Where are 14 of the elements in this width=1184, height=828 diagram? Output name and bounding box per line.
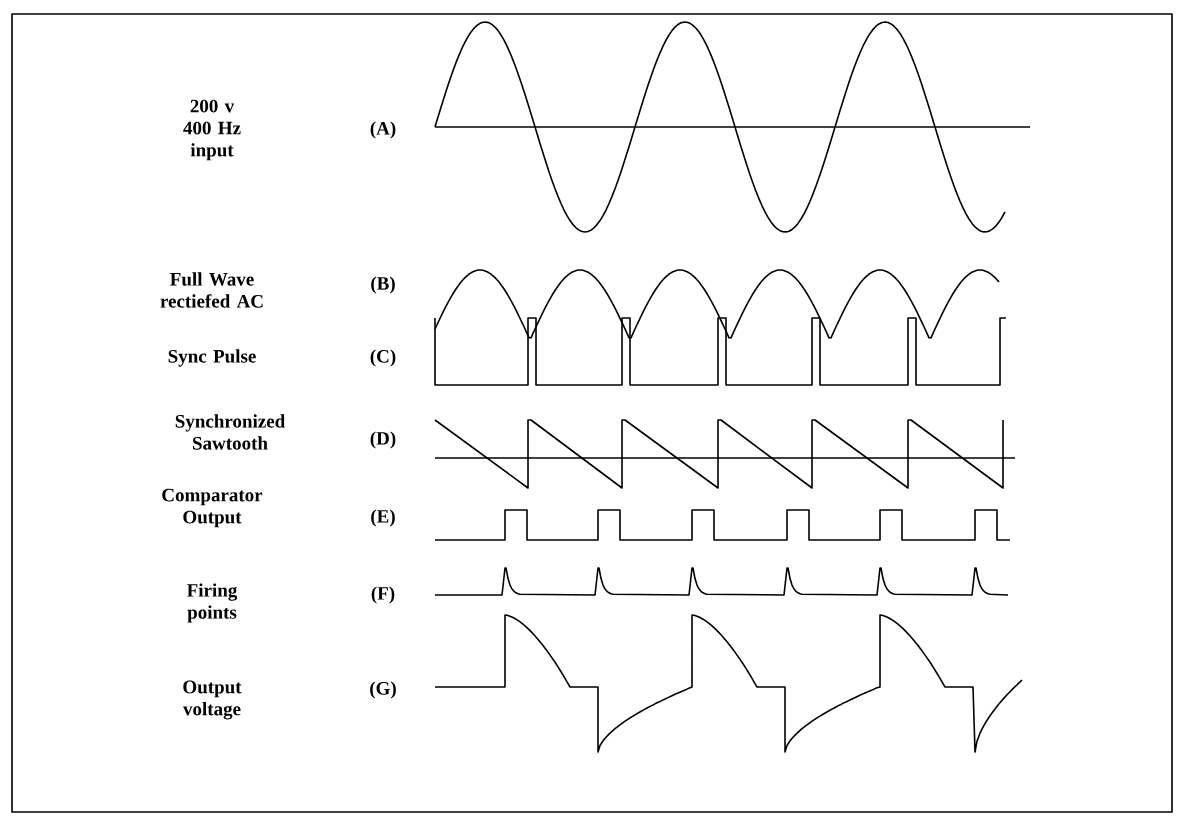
row-letter: (D): [370, 431, 396, 449]
signal-name: Firing points: [187, 583, 238, 623]
row-letter: (C): [370, 349, 396, 367]
signal-name: Comparator Output: [162, 488, 263, 528]
signal-name: Output voltage: [183, 680, 242, 720]
row-letter: (E): [371, 509, 395, 527]
row-letter: (F): [371, 586, 395, 604]
signal-name: Sync Pulse: [168, 349, 256, 367]
row-letter: (B): [371, 276, 395, 294]
signal-name: 200 v 400 Hz input: [183, 99, 241, 161]
signal-name: Synchronized Sawtooth: [175, 414, 286, 450]
signal-name: Full Wave rectiefed AC: [160, 272, 263, 308]
row-letter: (A): [370, 121, 396, 139]
row-letter: (G): [370, 681, 396, 699]
